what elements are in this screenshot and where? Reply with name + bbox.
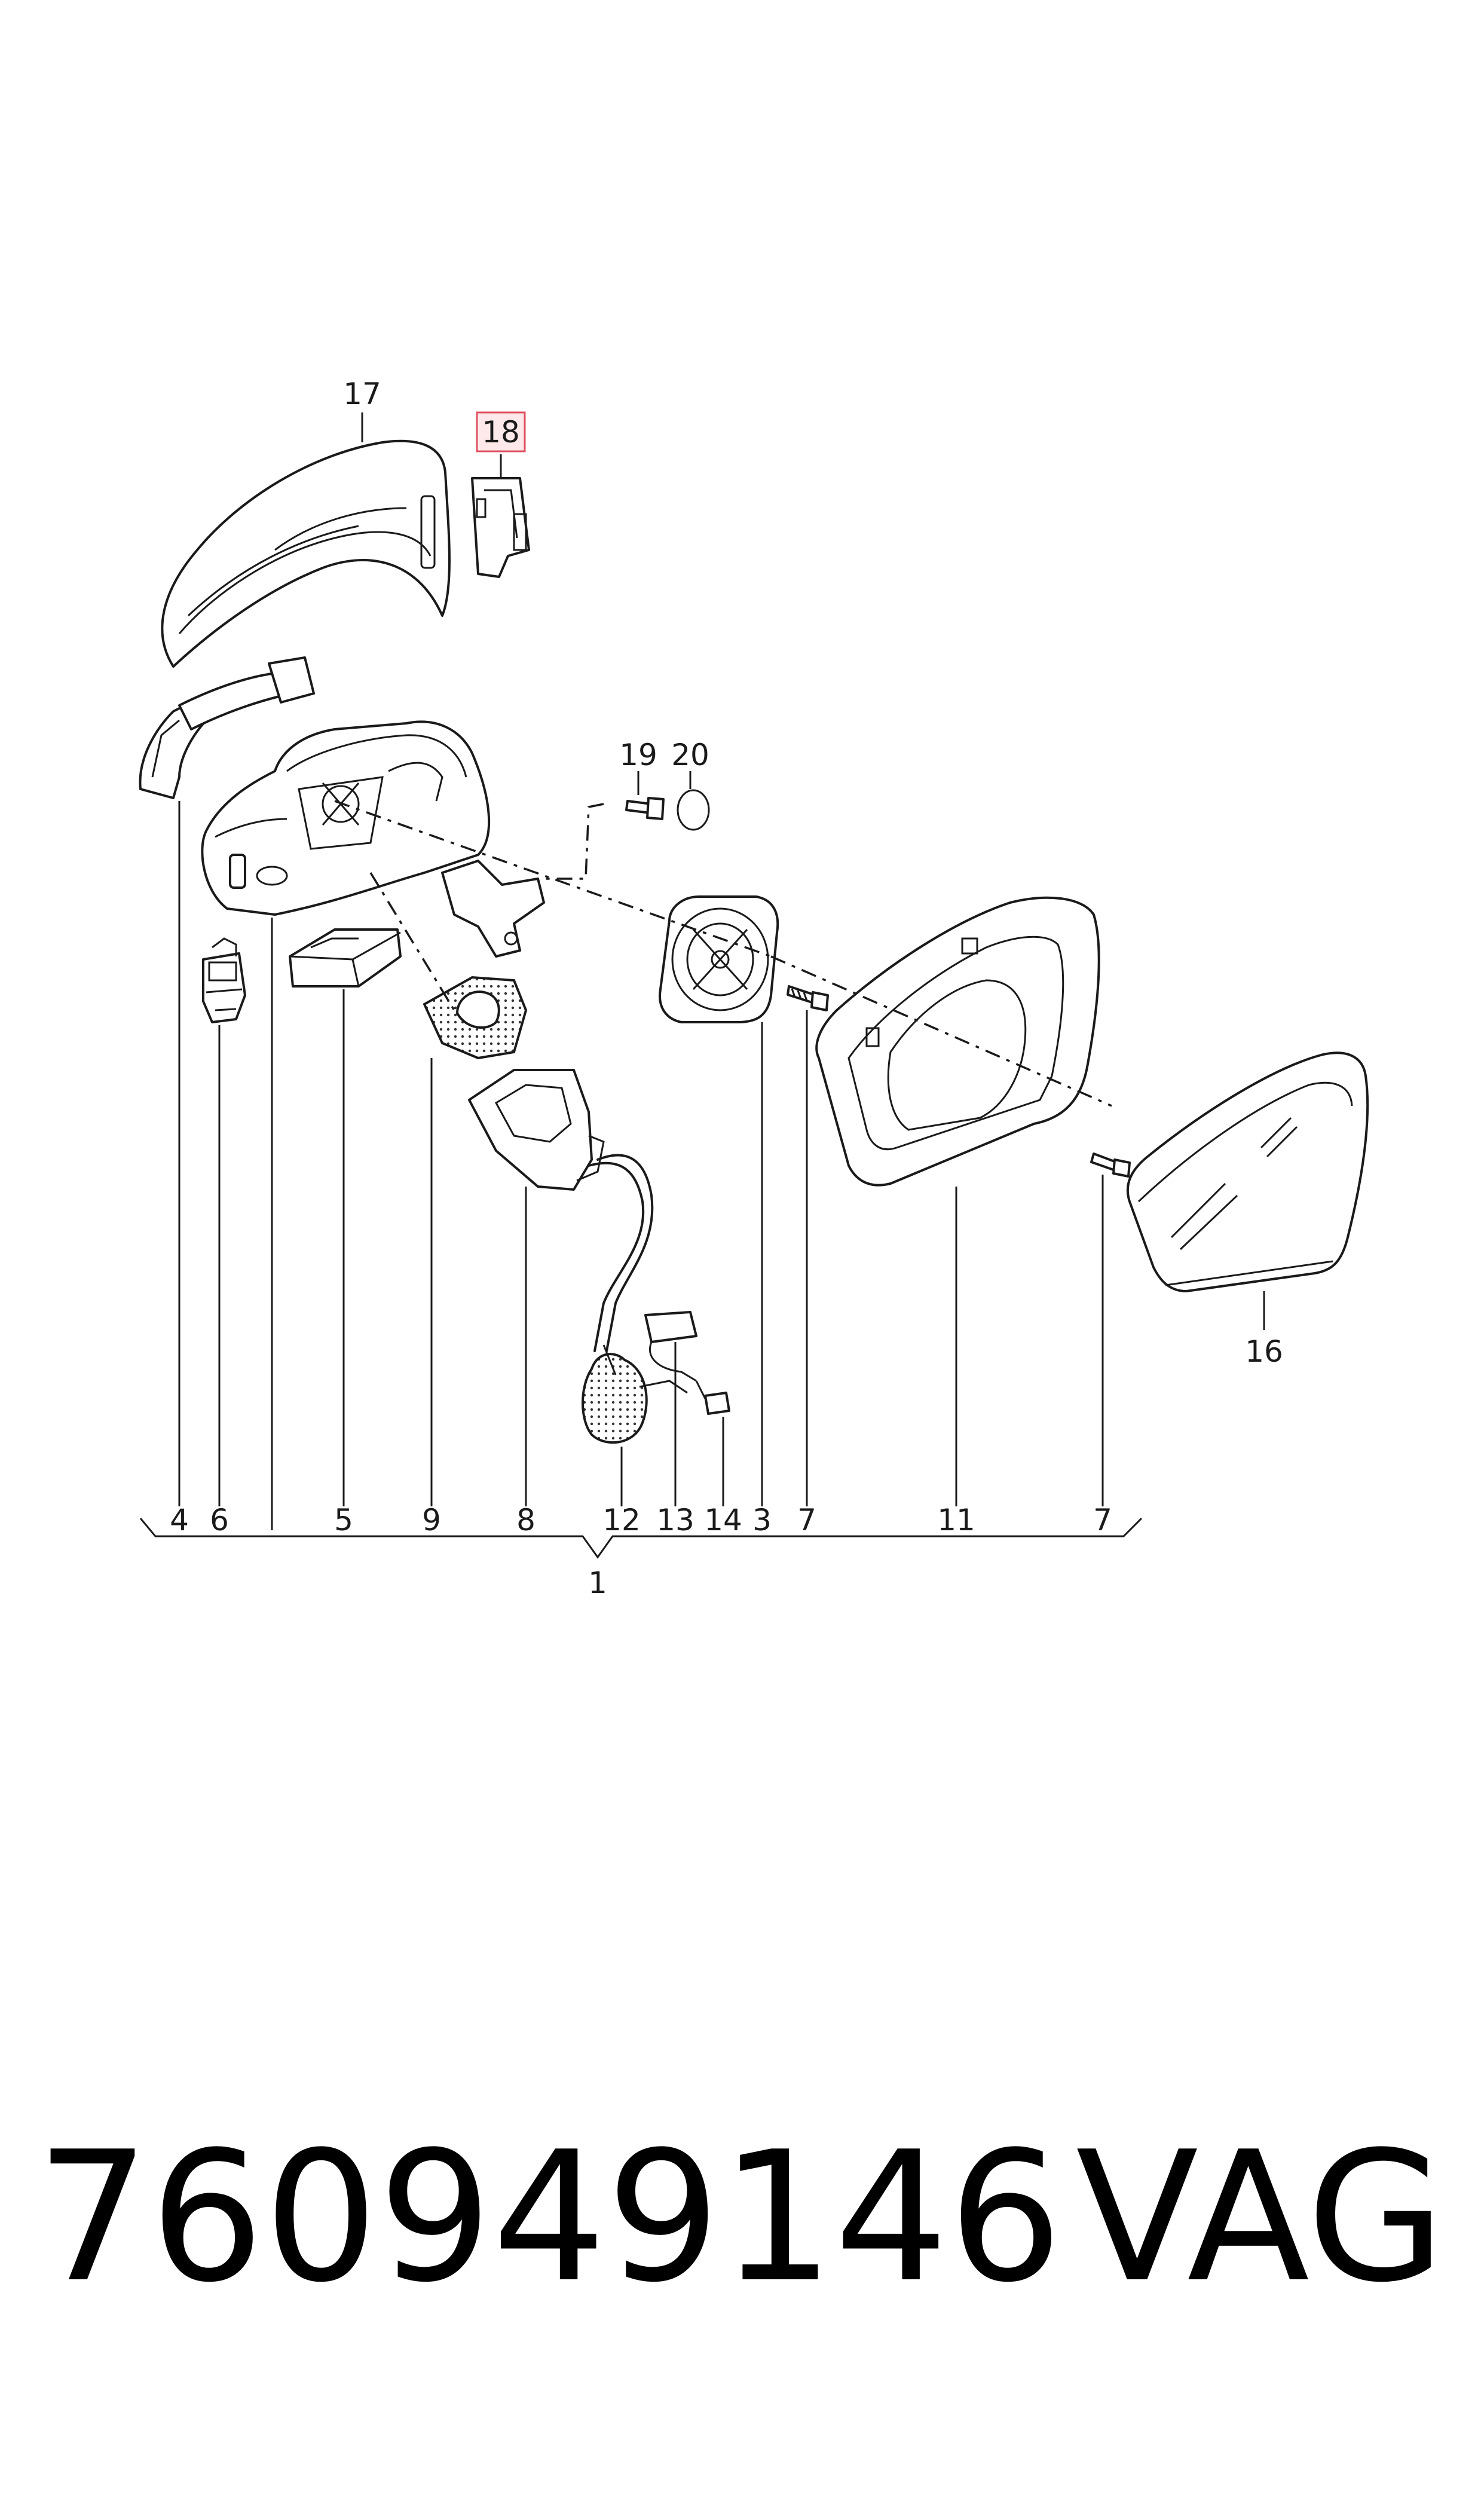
part-5-control-module <box>289 928 402 988</box>
brand-name: VAG <box>1076 2113 1446 2322</box>
part-6-connector <box>202 937 246 1023</box>
leader-lines <box>178 412 1265 1530</box>
part-20-washer <box>677 789 710 831</box>
assembly-bracket <box>139 1517 1143 1559</box>
part-7-screw-a <box>787 985 829 1011</box>
callout-9: 9 <box>422 1503 441 1537</box>
part-19-bolt <box>625 797 665 820</box>
part-11-mirror-frame <box>815 896 1100 1187</box>
callout-17: 17 <box>343 377 381 411</box>
part-18-clip <box>471 477 530 578</box>
callout-11: 11 <box>937 1503 975 1537</box>
callout-6: 6 <box>210 1503 229 1537</box>
callout-4: 4 <box>170 1503 189 1537</box>
part-7-screw-b <box>1090 1152 1131 1178</box>
callout-7-b: 7 <box>1093 1503 1112 1537</box>
callout-18-highlight-box <box>476 411 526 453</box>
part-8-mounting-base <box>468 1069 605 1191</box>
callout-3: 3 <box>752 1503 772 1537</box>
callout-5: 5 <box>334 1503 353 1537</box>
callout-20: 20 <box>671 738 709 772</box>
part-9-gasket <box>423 976 528 1060</box>
assembly-axis-lines <box>334 800 1112 1107</box>
part-1-mirror-housing <box>201 720 545 958</box>
callout-12: 12 <box>602 1503 641 1537</box>
callout-7-a: 7 <box>797 1503 816 1537</box>
part-13-connector <box>644 1311 697 1382</box>
callout-8: 8 <box>516 1503 536 1537</box>
part-4-turn-signal <box>139 656 315 799</box>
callout-13: 13 <box>656 1503 694 1537</box>
part-12-wiring-harness <box>582 1154 688 1444</box>
part-16-mirror-glass <box>1126 1051 1369 1292</box>
part-3-glass-actuator <box>659 895 779 1023</box>
callout-19: 19 <box>619 738 657 772</box>
callout-18: 18 <box>482 415 520 450</box>
part-17-mirror-cap <box>161 439 451 668</box>
part-14-connector <box>695 1380 730 1415</box>
callout-labels: 17 18 19 20 16 4 6 5 9 8 12 13 14 3 7 11… <box>170 377 1283 1600</box>
callout-1: 1 <box>588 1566 607 1600</box>
callout-14: 14 <box>704 1503 742 1537</box>
part-number: 760949146 <box>36 2113 1063 2322</box>
callout-16: 16 <box>1245 1334 1283 1369</box>
